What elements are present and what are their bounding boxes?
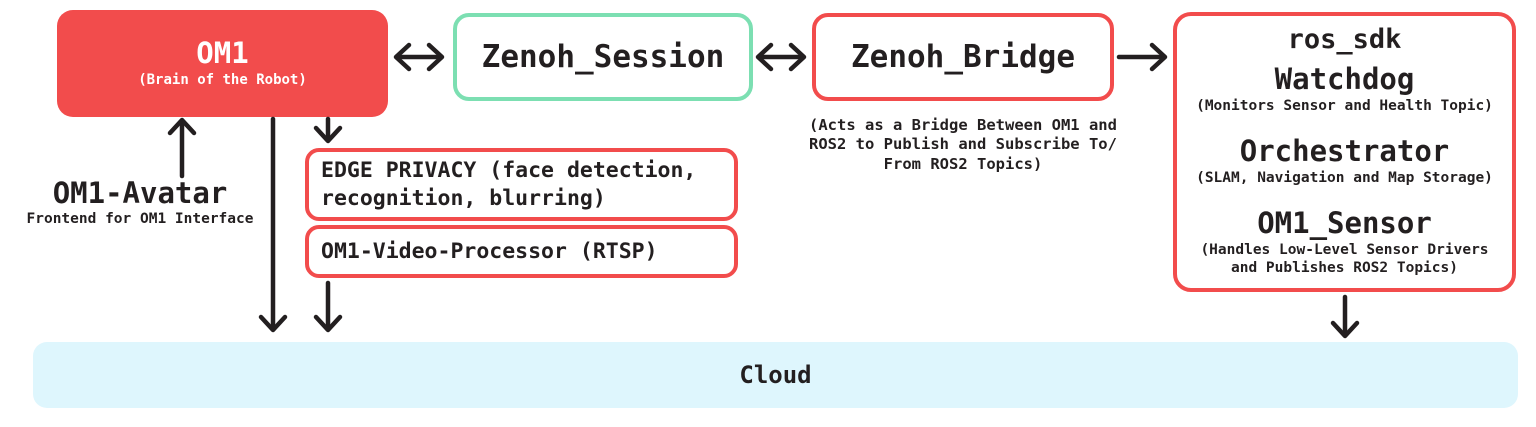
zenoh-session-title: Zenoh_Session (481, 39, 725, 75)
zenoh-bridge-node: Zenoh_Bridge (812, 13, 1114, 101)
arrow-left-right-icon (393, 42, 445, 72)
zenoh-session-node: Zenoh_Session (453, 13, 753, 101)
arrow-up-icon (167, 117, 197, 179)
ros-sdk-module-om1-sensor: OM1_Sensor (Handles Low-Level Sensor Dri… (1200, 206, 1489, 277)
edge-privacy-label: EDGE PRIVACY (face detection, recognitio… (321, 157, 697, 211)
ros-sdk-module-orchestrator: Orchestrator (SLAM, Navigation and Map S… (1196, 134, 1493, 187)
arrow-down-icon (1330, 294, 1360, 339)
arrow-right-icon (1116, 42, 1168, 72)
cloud-label: Cloud (739, 361, 812, 389)
om1-node: OM1 (Brain of the Robot) (57, 10, 388, 117)
ros-sdk-node: ros_sdk Watchdog (Monitors Sensor and He… (1173, 12, 1516, 292)
ros-sdk-module-watchdog: Watchdog (Monitors Sensor and Health Top… (1196, 62, 1493, 115)
arrow-down-icon (313, 280, 343, 333)
module-name: Watchdog (1274, 62, 1415, 97)
zenoh-bridge-title: Zenoh_Bridge (851, 39, 1075, 75)
om1-subtitle: (Brain of the Robot) (138, 72, 307, 89)
arrow-down-icon (313, 116, 343, 144)
arrow-left-right-icon (755, 42, 807, 72)
om1-title: OM1 (196, 36, 249, 71)
edge-privacy-node: EDGE PRIVACY (face detection, recognitio… (305, 148, 738, 221)
om1-avatar-label: OM1-Avatar Frontend for OM1 Interface (10, 176, 270, 228)
module-desc: (Handles Low-Level Sensor Drivers and Pu… (1200, 241, 1489, 277)
ros-sdk-title: ros_sdk (1287, 24, 1402, 55)
zenoh-bridge-caption: (Acts as a Bridge Between OM1 and ROS2 t… (809, 116, 1117, 173)
module-desc: (Monitors Sensor and Health Topic) (1196, 97, 1493, 114)
om1-avatar-title: OM1-Avatar (52, 176, 228, 210)
video-processor-node: OM1-Video-Processor (RTSP) (305, 225, 738, 278)
module-name: Orchestrator (1239, 134, 1450, 169)
module-name: OM1_Sensor (1257, 206, 1432, 241)
cloud-node: Cloud (33, 342, 1518, 408)
module-desc: (SLAM, Navigation and Map Storage) (1196, 169, 1493, 186)
video-processor-label: OM1-Video-Processor (RTSP) (321, 238, 658, 264)
om1-avatar-subtitle: Frontend for OM1 Interface (26, 210, 254, 227)
